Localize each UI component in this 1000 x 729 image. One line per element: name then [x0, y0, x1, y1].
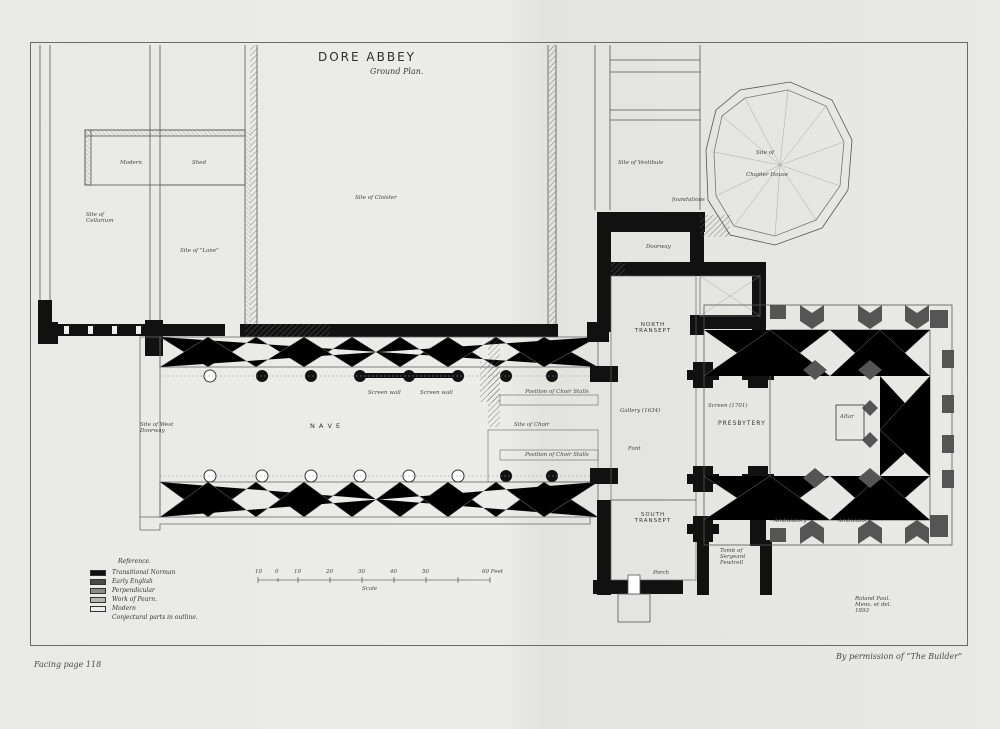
legend-swatch — [90, 605, 106, 612]
scale-tick-4: 30 — [358, 569, 365, 575]
scale-tick-2: 10 — [294, 569, 301, 575]
nave-arcade-lines — [160, 375, 598, 477]
plan-subtitle: Ground Plan. — [370, 67, 424, 76]
label-chapter-house: Chapter House — [746, 172, 789, 178]
nave-outline — [139, 336, 599, 531]
altar-slab — [835, 404, 865, 441]
cloister-east-wall — [549, 45, 556, 325]
north-wall-later-work — [245, 324, 330, 337]
porch — [617, 574, 651, 623]
transept-walls — [587, 212, 766, 595]
label-altar: Altar — [840, 414, 854, 420]
label-screen-wall-2: Screen wall — [420, 390, 453, 396]
label-choir-stalls-south: Position of Choir Stalls — [525, 452, 589, 458]
legend-label: Transitional Norman — [112, 569, 176, 576]
legend-label: Conjectural parts in outline. — [112, 614, 198, 621]
presbytery-piers — [770, 305, 954, 544]
label-ambulatory-north: Ambulatory — [774, 518, 807, 524]
label-tomb: Tomb of Sergeant Fewtrell — [720, 548, 746, 566]
legend-swatch — [90, 578, 106, 585]
label-choir-stalls-north: Position of Choir Stalls — [525, 389, 589, 395]
chapter-house-ribs — [713, 89, 845, 237]
label-north-transept: NORTH TRANSEPT — [634, 322, 672, 334]
label-shed: Shed — [192, 160, 207, 166]
legend-item: Conjectural parts in outline. — [90, 613, 198, 622]
legend-item: Early English — [90, 577, 198, 586]
legend-label: Perpendicular — [112, 587, 155, 594]
footer-permission: By permission of “The Builder” — [836, 652, 963, 661]
label-south-transept: SOUTH TRANSEPT — [634, 512, 672, 524]
vestibule-foundations — [700, 215, 730, 237]
plan-frame — [30, 42, 968, 646]
legend-swatch — [90, 587, 106, 594]
label-site-of-cellarium: Site of Cellarium — [86, 212, 114, 224]
cloister-west-wall — [250, 45, 257, 325]
legend-item: Modern — [90, 604, 198, 613]
chapter-house — [705, 81, 853, 246]
legend-swatch — [90, 596, 106, 603]
label-font: Font — [628, 446, 641, 452]
label-presbytery: PRESBYTERY — [718, 420, 766, 427]
plan-title: DORE ABBEY — [318, 50, 417, 64]
scale-label: Scale — [362, 586, 378, 592]
modern-shed — [84, 129, 246, 186]
label-screen-wall: Screen wall — [368, 390, 401, 396]
label-gallery: Gallery (1634) — [620, 408, 661, 414]
legend-label: Modern — [112, 605, 136, 612]
label-site-of-vestibule: Site of Vestibule — [618, 160, 664, 166]
legend-label: Early English — [112, 578, 153, 585]
legend-item: Transitional Norman — [90, 568, 198, 577]
scale-tick-0: 10 — [255, 569, 262, 575]
label-modern: Modern — [120, 160, 142, 166]
label-ambulatory-south: Ambulatory — [838, 518, 871, 524]
choir-outline — [487, 394, 599, 483]
label-site-of-chapter: Site of — [756, 150, 775, 156]
label-nave: N A V E — [310, 422, 342, 430]
footer-page-reference: Facing page 118 — [34, 660, 102, 669]
scale-bar — [257, 577, 491, 583]
legend-swatch — [90, 615, 106, 621]
label-doorway: Doorway — [646, 244, 671, 250]
legend: Reference. Transitional Norman Early Eng… — [90, 558, 198, 622]
legend-item: Work of Pearn. — [90, 595, 198, 604]
label-screen: Screen (1701) — [708, 403, 748, 409]
scale-tick-7: 60 Feet — [482, 569, 503, 575]
label-site-of-lane: Site of "Lane" — [180, 248, 219, 254]
label-porch: Porch — [653, 570, 670, 576]
legend-item: Perpendicular — [90, 586, 198, 595]
scale-tick-6: 50 — [422, 569, 429, 575]
scale-tick-1: 0 — [275, 569, 279, 575]
legend-title: Reference. — [118, 558, 151, 565]
scale-tick-5: 40 — [390, 569, 397, 575]
scale-tick-3: 20 — [326, 569, 333, 575]
lane-wall — [245, 130, 251, 325]
label-site-of-cloister: Site of Cloister — [355, 195, 397, 201]
label-site-of-choir: Site of Choir — [514, 422, 550, 428]
label-site-west-doorway: Site of West Doorway — [140, 422, 174, 434]
legend-label: Work of Pearn. — [112, 596, 158, 603]
label-foundations: foundations — [672, 197, 705, 203]
legend-swatch — [90, 569, 106, 576]
label-signature: Roland Paul. Mens. et del. 1893 — [855, 596, 892, 614]
